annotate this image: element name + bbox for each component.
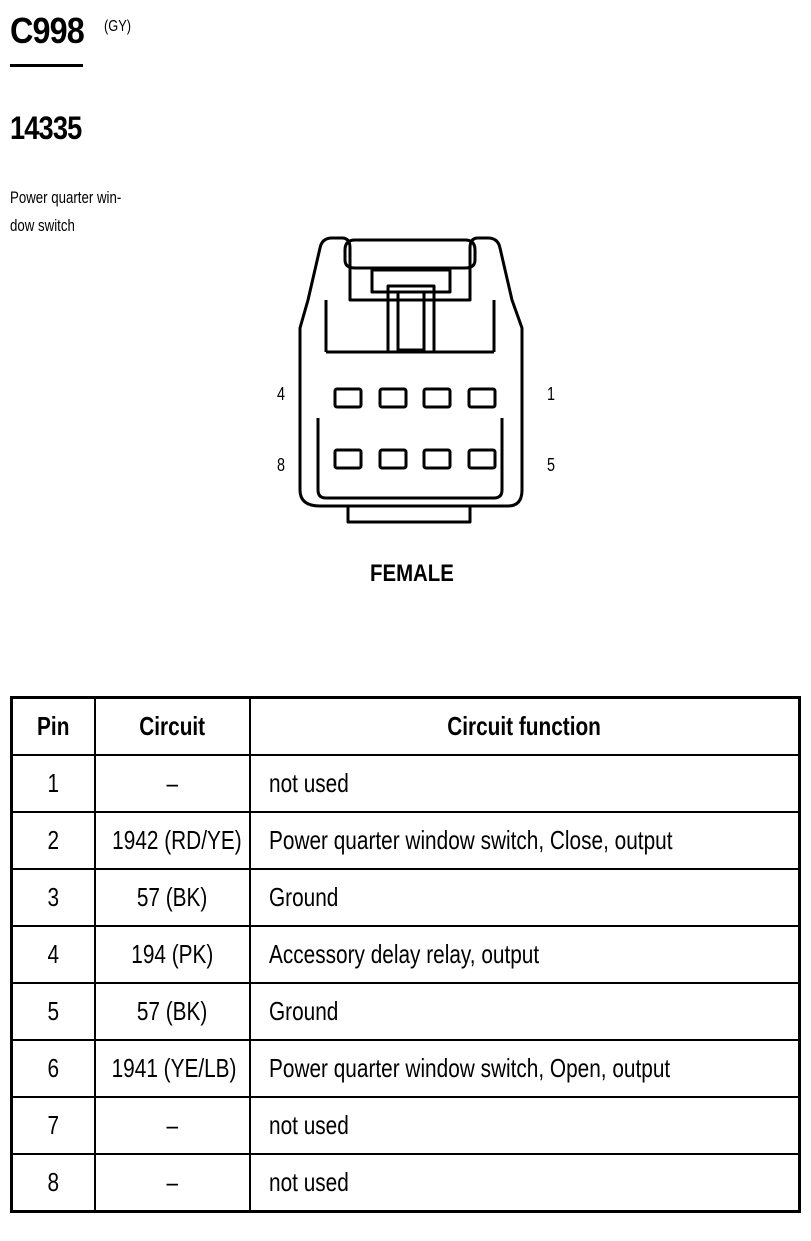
table-row: 6 1941 (YE/LB) Power quarter window swit… bbox=[10, 1039, 801, 1098]
table-row: 5 57 (BK) Ground bbox=[10, 982, 801, 1041]
pin-label-top-left: 4 bbox=[277, 384, 286, 404]
circuit-cell: 57 (BK) bbox=[93, 868, 251, 927]
pin-cavity-8 bbox=[333, 448, 363, 470]
pin-cavities bbox=[333, 387, 497, 470]
pin-cell: 6 bbox=[10, 1039, 96, 1098]
pin-function-table: Pin Circuit Circuit function 1 – not use… bbox=[10, 696, 801, 1213]
header-circuit-function: Circuit function bbox=[248, 696, 801, 756]
circuit-cell: – bbox=[93, 754, 251, 813]
circuit-cell: 57 (BK) bbox=[93, 982, 251, 1041]
function-cell: Power quarter window switch, Open, outpu… bbox=[248, 1039, 801, 1098]
circuit-cell: 1942 (RD/YE) bbox=[93, 811, 251, 870]
pin-cell: 3 bbox=[10, 868, 96, 927]
function-cell: Ground bbox=[248, 868, 801, 927]
function-cell: Ground bbox=[248, 982, 801, 1041]
pin-cavity-7 bbox=[378, 448, 408, 470]
pin-cavity-4 bbox=[333, 387, 363, 409]
connector-id: C998 bbox=[10, 10, 85, 51]
color-code: (GY) bbox=[104, 18, 132, 35]
pin-cavity-2 bbox=[422, 387, 452, 409]
table-row: 2 1942 (RD/YE) Power quarter window swit… bbox=[10, 811, 801, 870]
pin-cavity-1 bbox=[467, 387, 497, 409]
circuit-cell: – bbox=[93, 1096, 251, 1155]
function-cell: Accessory delay relay, output bbox=[248, 925, 801, 984]
pin-cell: 1 bbox=[10, 754, 96, 813]
function-cell: not used bbox=[248, 754, 801, 813]
pin-cavity-3 bbox=[378, 387, 408, 409]
function-cell: Power quarter window switch, Close, outp… bbox=[248, 811, 801, 870]
part-number: 14335 bbox=[10, 110, 82, 146]
connector-face-diagram bbox=[298, 236, 524, 524]
connector-description: Power quarter win-dow switch bbox=[10, 188, 122, 235]
table-row: 3 57 (BK) Ground bbox=[10, 868, 801, 927]
table-row: 1 – not used bbox=[10, 754, 801, 813]
circuit-cell: 194 (PK) bbox=[93, 925, 251, 984]
pin-label-bottom-left: 8 bbox=[277, 455, 286, 475]
pin-cell: 2 bbox=[10, 811, 96, 870]
pin-cell: 7 bbox=[10, 1096, 96, 1155]
header-circuit: Circuit bbox=[93, 696, 251, 756]
header-pin: Pin bbox=[10, 696, 96, 756]
circuit-cell: – bbox=[93, 1153, 251, 1213]
pin-cavity-5 bbox=[467, 448, 497, 470]
table-row: 8 – not used bbox=[10, 1153, 801, 1213]
pin-cavity-6 bbox=[422, 448, 452, 470]
connector-gender-label: FEMALE bbox=[370, 560, 454, 587]
pin-cell: 8 bbox=[10, 1153, 96, 1213]
table-header-row: Pin Circuit Circuit function bbox=[10, 696, 801, 756]
circuit-cell: 1941 (YE/LB) bbox=[93, 1039, 251, 1098]
function-cell: not used bbox=[248, 1096, 801, 1155]
pin-label-top-right: 1 bbox=[547, 384, 556, 404]
title-underline bbox=[10, 64, 83, 67]
table-row: 4 194 (PK) Accessory delay relay, output bbox=[10, 925, 801, 984]
pin-label-bottom-right: 5 bbox=[547, 455, 556, 475]
table-row: 7 – not used bbox=[10, 1096, 801, 1155]
pin-cell: 4 bbox=[10, 925, 96, 984]
pin-cell: 5 bbox=[10, 982, 96, 1041]
function-cell: not used bbox=[248, 1153, 801, 1213]
